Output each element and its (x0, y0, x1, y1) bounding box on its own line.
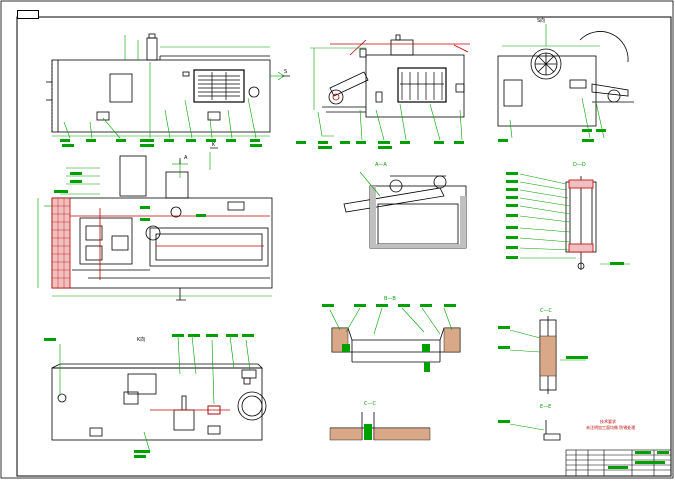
arrow-label-s: S (284, 69, 288, 75)
section-bb (331, 327, 461, 363)
section-aa-hatch (370, 186, 466, 248)
section-dd-dims (519, 173, 630, 265)
section-bb-callout-marks (322, 304, 456, 307)
side-view (322, 34, 465, 118)
side-view-dims (310, 47, 463, 141)
plan-view (51, 155, 273, 300)
view-label-s: S向 (537, 18, 546, 24)
arrow-label-k: K (212, 142, 216, 148)
section-cc-hatch (329, 427, 431, 441)
section-dd (565, 176, 597, 270)
end-view-callout-marks (498, 129, 606, 142)
k-view-dims (59, 335, 251, 453)
plan-view-dims (37, 152, 272, 297)
bracket-dims (509, 329, 586, 431)
section-bb-hatch (331, 327, 461, 353)
section-aa-dims (359, 171, 381, 197)
view-label-k: K向 (137, 337, 146, 343)
tech-note-title: 技术要求 (600, 419, 616, 424)
section-aa (343, 175, 467, 249)
section-label-dd: D—D (573, 162, 586, 168)
sheet-corner-tag (17, 10, 39, 19)
front-view (46, 33, 271, 133)
title-block-marks (608, 451, 669, 469)
title-block (565, 449, 672, 477)
end-view (497, 31, 634, 127)
side-view-red-lines (330, 39, 470, 101)
plan-view-callout-marks (54, 172, 206, 221)
bracket-callout-marks (498, 326, 588, 423)
bracket-hatch (539, 335, 557, 377)
front-view-callout-marks (60, 139, 262, 147)
section-label-aa: A—A (375, 162, 387, 168)
section-dd-red (568, 179, 594, 253)
k-view (51, 363, 267, 441)
section-label-bb: B—B (384, 296, 396, 302)
bracket-view (539, 316, 561, 441)
section-label-ee: E—E (540, 404, 552, 410)
section-cc-bolt (364, 424, 372, 440)
section-arrows (176, 75, 290, 301)
side-view-callout-marks (296, 141, 464, 149)
section-bb-dims (329, 307, 453, 335)
tech-note-line: 未注明加工面均做 防锈处理 (586, 425, 636, 430)
section-label-cc: C—C (364, 401, 376, 407)
plan-view-red-lines (70, 208, 270, 280)
front-view-dims (52, 35, 285, 139)
section-dd-callout-marks (506, 172, 624, 265)
section-label-cc-right: C—C (540, 308, 552, 314)
inner-border (16, 16, 672, 477)
k-view-red-lines (150, 405, 230, 415)
arrow-label-a: A (184, 155, 188, 161)
end-view-dims (502, 24, 605, 139)
k-view-callout-marks (44, 334, 254, 458)
section-bb-bolts (342, 344, 430, 372)
